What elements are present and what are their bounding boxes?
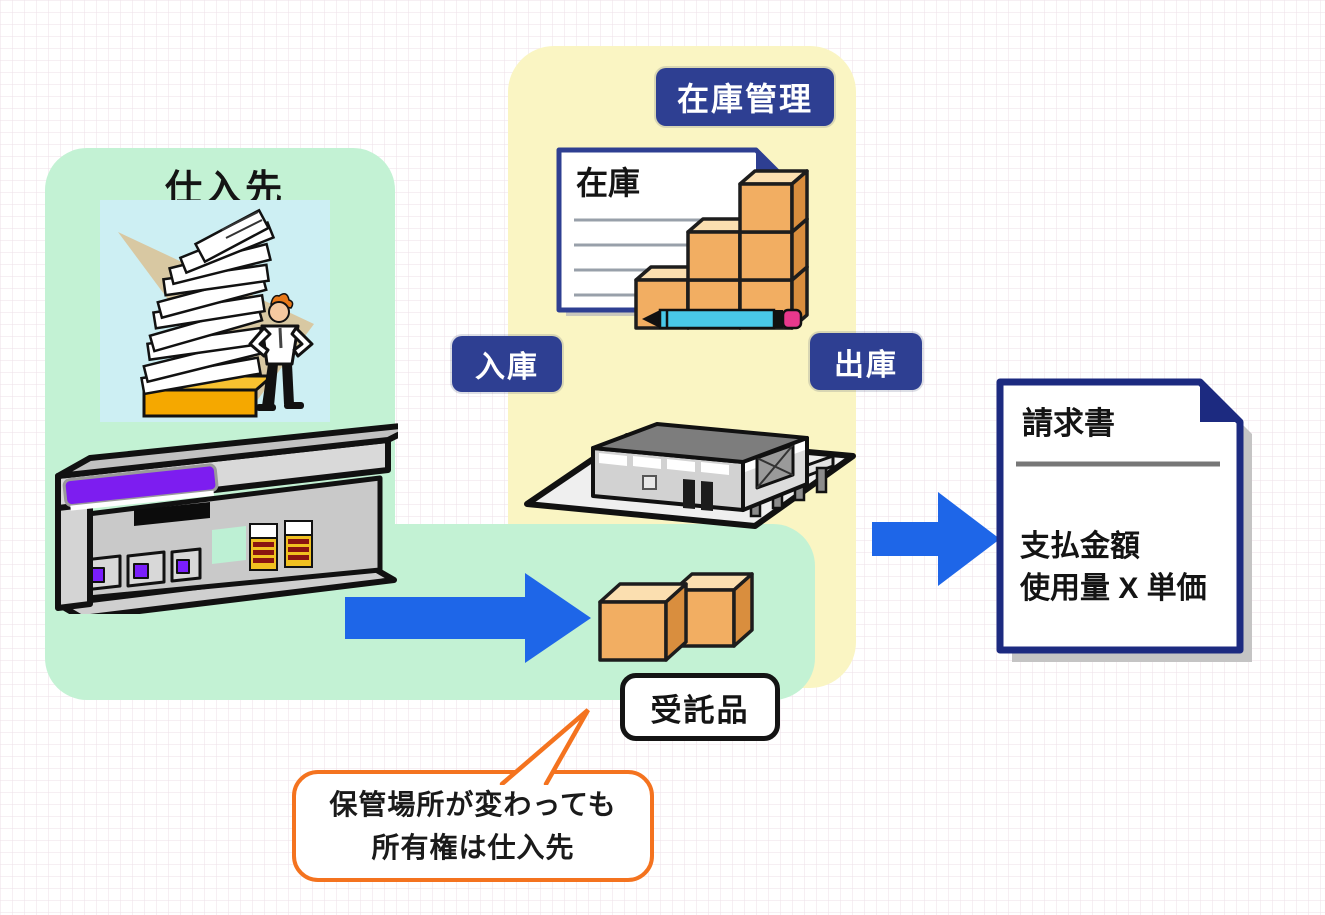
stock-management-badge: 在庫管理 bbox=[656, 68, 834, 126]
invoice-line-formula: 使用量 X 単価 bbox=[1019, 572, 1207, 605]
consigned-goods-label: 受託品 bbox=[620, 673, 780, 741]
consigned-boxes-icon bbox=[598, 572, 754, 662]
fuel-pumps-icon bbox=[249, 520, 313, 571]
callout-line-2: 所有権は仕入先 bbox=[371, 832, 575, 863]
invoice-line-payment: 支払金額 bbox=[1020, 529, 1140, 563]
invoice-title: 請求書 bbox=[1022, 406, 1115, 441]
invoice-document: 請求書 支払金額 使用量 X 単価 bbox=[996, 378, 1252, 662]
warehouse-icon bbox=[524, 422, 856, 529]
outbound-badge: 出庫 bbox=[810, 333, 922, 390]
arrow-to-invoice-icon bbox=[872, 492, 1000, 586]
inbound-badge: 入庫 bbox=[452, 336, 562, 392]
paper-stack-clipart bbox=[100, 200, 330, 422]
person-icon bbox=[248, 293, 314, 411]
callout-line-1: 保管場所が変わっても bbox=[329, 788, 617, 820]
ownership-callout: 保管場所が変わっても 所有権は仕入先 bbox=[292, 770, 654, 882]
stock-sheet-title: 在庫 bbox=[576, 165, 640, 201]
paper-stack-person-icon bbox=[118, 208, 314, 418]
callout-tail bbox=[499, 708, 590, 785]
shop-sign-icon bbox=[62, 463, 219, 511]
supplier-factory-icon bbox=[55, 423, 398, 614]
pencil-icon bbox=[642, 308, 803, 330]
arrow-supplier-to-consigned-icon bbox=[345, 573, 591, 663]
